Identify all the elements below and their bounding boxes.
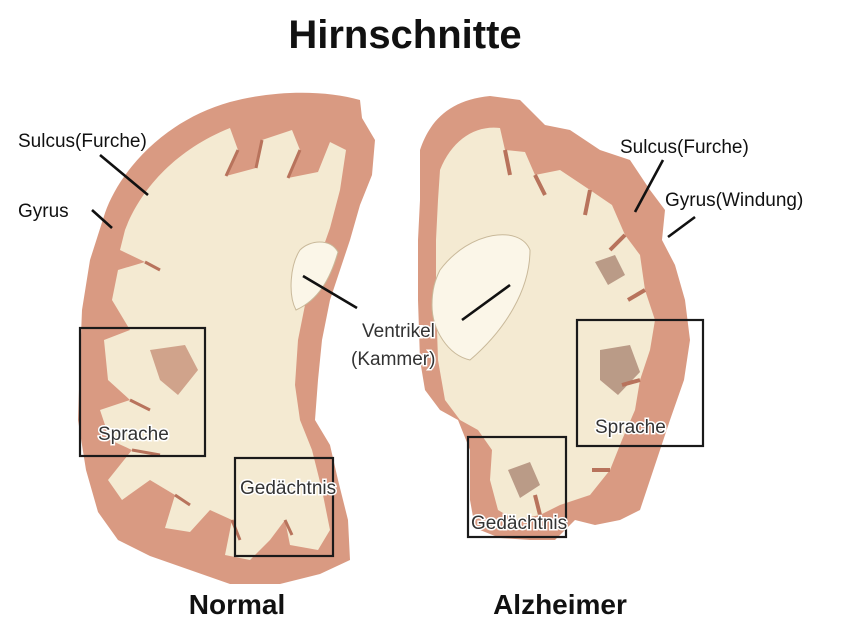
normal-gyrus-label: Gyrus: [18, 201, 69, 222]
alzheimer-brain-section: [418, 96, 690, 540]
normal-brain-section: [78, 93, 375, 584]
alz-gedaechtnis-label: Gedächtnis: [471, 513, 567, 534]
alz-sprache-label: Sprache: [595, 417, 666, 438]
normal-gedaechtnis-label: Gedächtnis: [240, 478, 336, 499]
normal-caption: Normal: [189, 589, 285, 617]
alz-gyrus-label: Gyrus(Windung): [665, 190, 803, 211]
alzheimer-caption: Alzheimer: [493, 589, 627, 617]
ventricle-label-line1: Ventrikel: [362, 321, 435, 342]
normal-sulcus-label: Sulcus(Furche): [18, 131, 147, 152]
diagram-title: Hirnschnitte: [288, 13, 521, 57]
alz-sulcus-label: Sulcus(Furche): [620, 137, 749, 158]
ventricle-label-line2: (Kammer): [351, 349, 435, 370]
normal-sprache-label: Sprache: [98, 424, 169, 445]
alz-gyrus-pointer: [668, 217, 695, 237]
